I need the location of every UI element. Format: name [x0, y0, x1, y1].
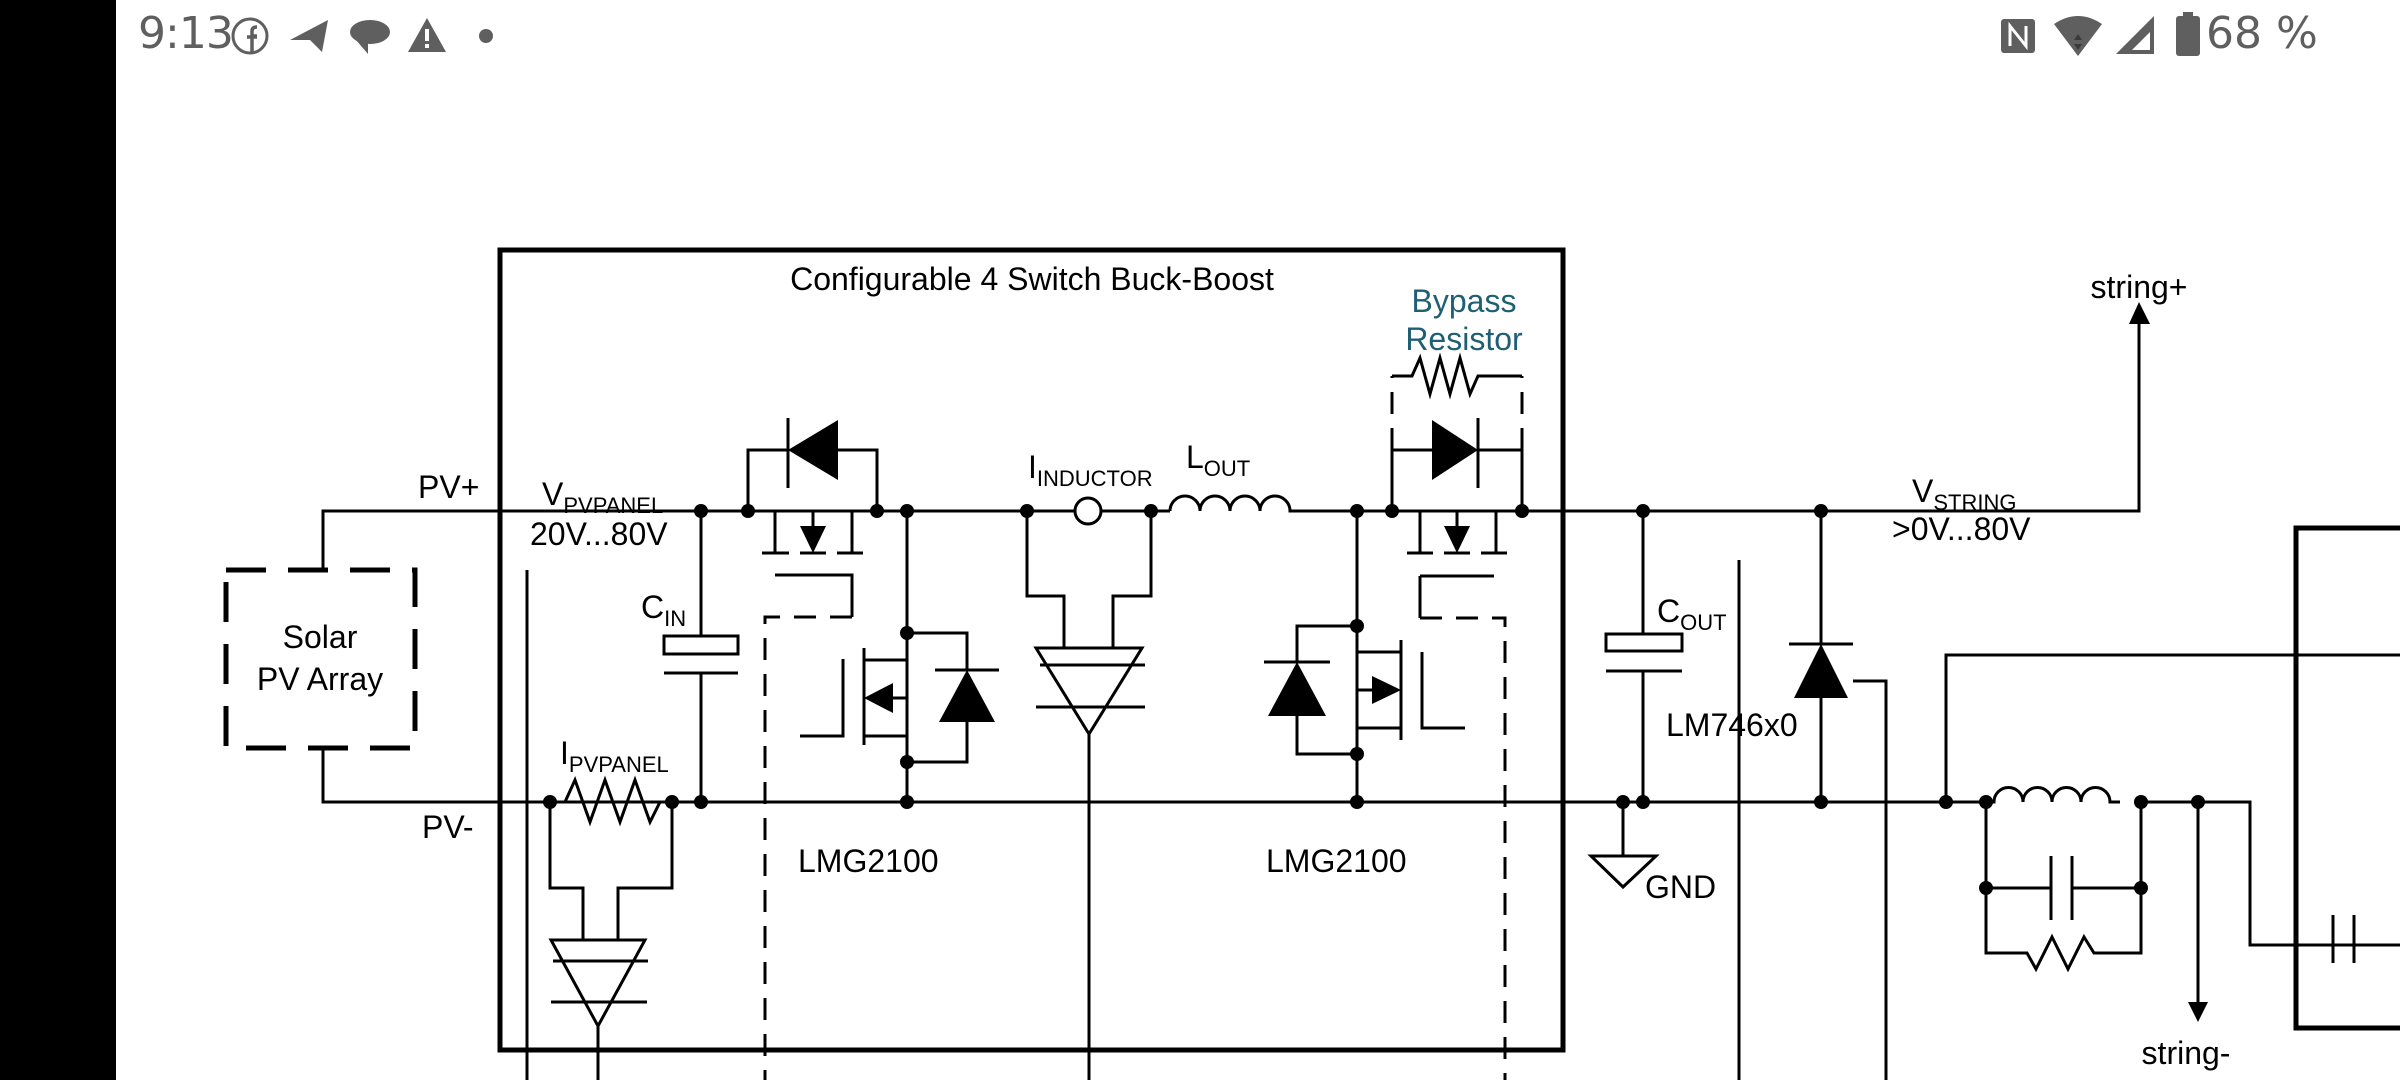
lmg2100-left-box [763, 615, 852, 1080]
telegram-icon [290, 20, 328, 52]
bypass-label-1: Bypass [1412, 283, 1517, 319]
current-sense-amp-left [548, 938, 648, 1030]
lmg2100-left-label: LMG2100 [798, 843, 939, 879]
lmg2100-right-label: LMG2100 [1266, 843, 1407, 879]
pv-plus-wire [321, 509, 1520, 570]
lmg2100-right-box [1420, 616, 1507, 1080]
low-side-diode-left [939, 670, 995, 722]
bypass-resistor [1392, 352, 1522, 400]
buck-boost-box [497, 247, 1566, 1053]
high-side-diode-left [788, 420, 838, 480]
solar-label-2: PV Array [257, 661, 383, 697]
chat-bubbles-icon [350, 20, 390, 54]
bypass-label-2: Resistor [1405, 321, 1523, 357]
battery-icon [2176, 12, 2200, 56]
vstring-label: VSTRING [1912, 473, 2016, 515]
status-time: 9:13 [138, 8, 234, 59]
cin-label: CIN [641, 589, 686, 631]
cout-label: COUT [1657, 593, 1727, 635]
gnd-label: GND [1645, 869, 1716, 905]
pv-plus-label: PV+ [418, 469, 479, 505]
solar-pv-array [223, 567, 418, 751]
vstring-range: >0V...80V [1892, 511, 2031, 547]
string-plus-label: string+ [2091, 269, 2188, 305]
cin-capacitor [662, 634, 740, 656]
dot-icon [479, 29, 493, 43]
ipvpanel-label: IPVPANEL [560, 735, 669, 777]
string-plus-arrow [2129, 302, 2150, 324]
ipvpanel-resistor [550, 775, 672, 827]
low-side-diode-right [1268, 662, 1326, 716]
left-black-bar [0, 0, 116, 1080]
battery-percent: 68 % [2206, 8, 2318, 59]
current-sense-amp-mid [1033, 646, 1145, 737]
cout-capacitor [1604, 632, 1684, 653]
vpvpanel-range: 20V...80V [530, 516, 668, 552]
string-minus-arrow [2188, 1002, 2208, 1022]
vpvpanel-label: VPVPANEL [542, 476, 663, 518]
warning-icon [408, 18, 446, 52]
filter-inductor [1986, 786, 2120, 804]
junction-dots [543, 504, 2205, 895]
lm746-label: LM746x0 [1666, 707, 1798, 743]
ground-symbol [1587, 854, 1660, 890]
box-title: Configurable 4 Switch Buck-Boost [790, 261, 1274, 297]
lout-inductor [1168, 494, 1300, 513]
facebook-icon [231, 17, 269, 55]
bypass-diode [1432, 420, 1478, 480]
iinductor-sense-node [1073, 496, 1103, 526]
lout-label: LOUT [1186, 439, 1250, 481]
pv-minus-label: PV- [422, 809, 474, 845]
right-box [2293, 525, 2400, 1031]
pv-minus-wire [321, 748, 1620, 804]
nfc-icon [2001, 19, 2035, 53]
iinductor-label: IINDUCTOR [1028, 449, 1153, 491]
cell-signal-icon [2116, 16, 2154, 54]
lm746-ideal-diode [1794, 644, 1848, 698]
wifi-icon [2054, 16, 2102, 56]
status-bar: 9:13 68 % [116, 0, 2400, 70]
string-minus-label: string- [2142, 1035, 2231, 1071]
solar-label-1: Solar [283, 619, 358, 655]
